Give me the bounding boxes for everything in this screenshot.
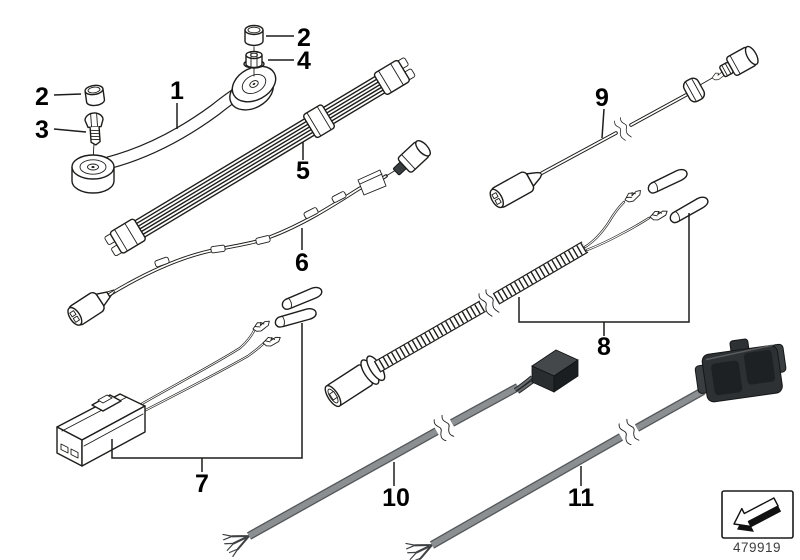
callout-label[interactable]: 3 bbox=[35, 116, 49, 144]
rubber-boot bbox=[647, 168, 688, 194]
callout-7[interactable]: 7 bbox=[111, 323, 303, 498]
cable-clip bbox=[154, 191, 347, 268]
callout-10[interactable]: 10 bbox=[382, 462, 410, 512]
connector-housing bbox=[56, 393, 146, 467]
part-ground-strap bbox=[104, 57, 416, 257]
callout-label[interactable]: 11 bbox=[568, 484, 595, 512]
callout-label[interactable]: 10 bbox=[382, 484, 410, 512]
callout-2-left[interactable]: 2 bbox=[35, 83, 82, 111]
cable-break-mark bbox=[612, 116, 634, 142]
part-gray-cable-small bbox=[222, 349, 579, 557]
page-flip-arrow-icon bbox=[733, 497, 782, 532]
part-bolt bbox=[84, 112, 104, 146]
callout-5[interactable]: 5 bbox=[296, 142, 310, 185]
cable-break-mark bbox=[431, 413, 457, 443]
callout-4[interactable]: 4 bbox=[268, 47, 311, 75]
callout-label[interactable]: 7 bbox=[195, 470, 209, 498]
callout-label[interactable]: 8 bbox=[597, 333, 611, 361]
rubber-boot bbox=[281, 286, 323, 311]
part-cap-top bbox=[244, 24, 264, 47]
callout-label[interactable]: 5 bbox=[296, 157, 310, 185]
part-earth-strap bbox=[71, 46, 277, 194]
part-nut bbox=[243, 50, 265, 69]
callout-label[interactable]: 2 bbox=[35, 83, 49, 111]
part-gray-cable-large bbox=[405, 338, 787, 560]
callout-label[interactable]: 9 bbox=[595, 84, 609, 112]
rubber-boot bbox=[274, 308, 317, 328]
callout-label[interactable]: 1 bbox=[170, 77, 184, 105]
callout-label[interactable]: 6 bbox=[295, 249, 309, 277]
part-sensor-lead bbox=[489, 45, 759, 209]
cable-break-mark bbox=[616, 417, 642, 447]
part-coiled-sensor-cable bbox=[324, 168, 709, 408]
callout-1[interactable]: 1 bbox=[170, 77, 184, 129]
callout-2-top[interactable]: 2 bbox=[266, 24, 311, 52]
connector-housing-large bbox=[694, 338, 787, 403]
callout-11[interactable]: 11 bbox=[568, 466, 595, 512]
cable-break-mark bbox=[476, 288, 502, 318]
callout-label[interactable]: 4 bbox=[297, 47, 311, 75]
stripped-wire-end bbox=[405, 542, 434, 560]
callout-6[interactable]: 6 bbox=[295, 228, 309, 277]
callout-9[interactable]: 9 bbox=[595, 84, 609, 139]
part-cap-left bbox=[84, 84, 106, 107]
connector-housing-small bbox=[531, 349, 579, 393]
callout-8[interactable]: 8 bbox=[518, 213, 690, 361]
stripped-wire-end bbox=[222, 533, 251, 557]
callout-label[interactable]: 2 bbox=[297, 24, 311, 52]
part-pigtail-harness bbox=[56, 286, 323, 467]
doc-number: 479919 bbox=[733, 540, 781, 555]
part-thin-cable bbox=[67, 139, 431, 326]
callout-3[interactable]: 3 bbox=[35, 116, 87, 144]
nav-arrow-box[interactable] bbox=[721, 490, 794, 539]
